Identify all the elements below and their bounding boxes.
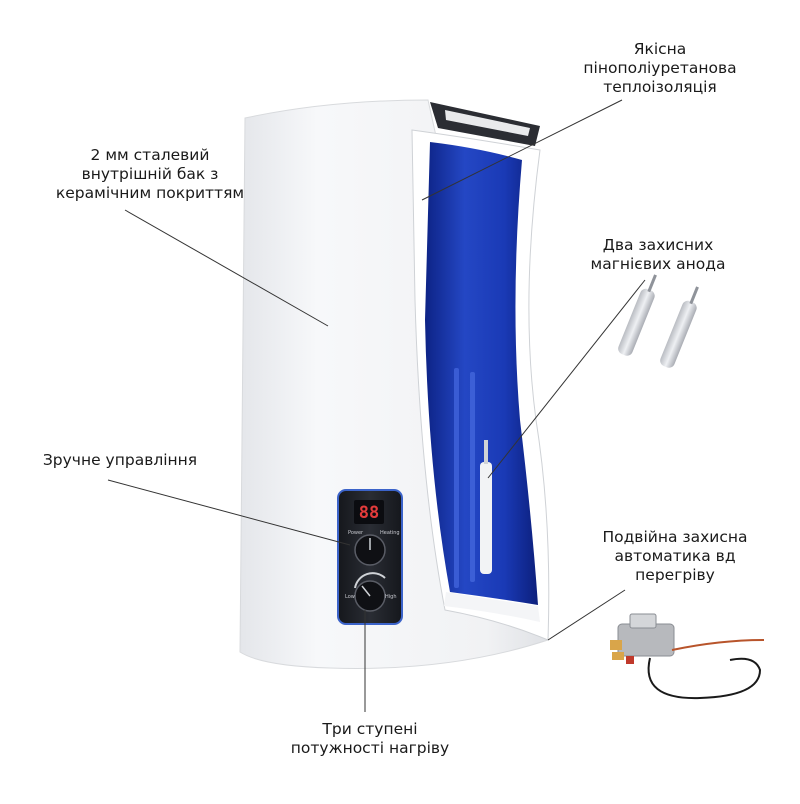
power-label: Power — [348, 530, 364, 536]
pointer-anodes — [487, 279, 646, 479]
thermostat — [610, 613, 765, 700]
callout-insulation: Якісна пінополіуретанова теплоізоляція — [555, 40, 765, 97]
display-readout: 88 — [359, 503, 379, 523]
heating-rod-2 — [470, 372, 475, 582]
callout-tank: 2 мм сталевий внутрішній бак з керамічни… — [50, 146, 250, 203]
pointer-tank — [124, 209, 329, 327]
magnesium-anodes — [618, 274, 699, 368]
control-panel: 88 Power Heating Low High — [337, 489, 403, 625]
heating-rod — [454, 368, 459, 588]
callout-line: внутрішній бак з — [81, 165, 219, 183]
callout-anodes: Два захисних магнієвих анода — [568, 236, 748, 274]
low-label: Low — [345, 594, 355, 600]
callout-line: магнієвих анода — [590, 255, 726, 273]
callout-line: Три ступені — [322, 720, 418, 738]
callout-line: Якісна — [633, 40, 687, 58]
inner-tank — [425, 142, 538, 605]
callout-line: Зручне управління — [42, 451, 198, 469]
callout-line: пінополіуретанова — [583, 59, 737, 77]
callout-line: потужності нагріву — [290, 739, 450, 757]
capillary-wire — [647, 657, 762, 700]
high-label: High — [385, 594, 397, 600]
callout-line: автоматика вд — [614, 547, 736, 565]
heating-label: Heating — [380, 530, 400, 536]
internal-anode — [480, 462, 492, 574]
callout-protection: Подвійна захисна автоматика вд перегріву — [575, 528, 775, 585]
callout-controls: Зручне управління — [20, 451, 220, 470]
callout-power: Три ступені потужності нагріву — [270, 720, 470, 758]
pointer-controls — [107, 479, 351, 546]
callout-line: теплоізоляція — [603, 78, 717, 96]
callout-line: Два захисних — [602, 236, 714, 254]
callout-line: 2 мм сталевий — [90, 146, 210, 164]
pointer-insulation — [421, 99, 623, 201]
temperature-display — [354, 500, 384, 524]
callout-line: керамічним покриттям — [55, 184, 245, 202]
pointer-protection — [547, 589, 626, 641]
callout-line: перегріву — [635, 566, 715, 584]
callout-line: Подвійна захисна — [602, 528, 748, 546]
